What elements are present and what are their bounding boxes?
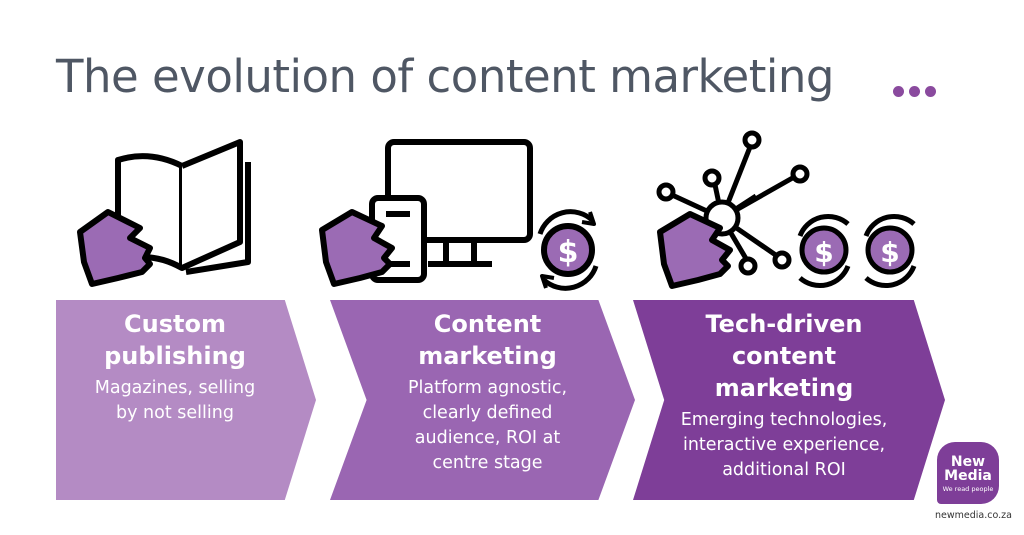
svg-text:$: $ bbox=[814, 236, 833, 269]
stage-desc-line: Magazines, selling bbox=[94, 378, 256, 398]
dot bbox=[893, 86, 904, 97]
stage-title-line: marketing bbox=[418, 342, 557, 370]
logo-line: New bbox=[950, 454, 986, 470]
new-media-logo: New Media We read people bbox=[937, 442, 999, 504]
stage-title: Content marketing bbox=[370, 308, 605, 372]
stage-desc-line: Emerging technologies, bbox=[680, 410, 888, 430]
stage-content-marketing: Content marketing Platform agnostic, cle… bbox=[330, 300, 635, 500]
svg-text:$: $ bbox=[880, 236, 899, 269]
website-link[interactable]: newmedia.co.za bbox=[935, 510, 1012, 521]
stage-description: Platform agnostic, clearly defined audie… bbox=[370, 376, 605, 476]
stage-title-line: Content bbox=[433, 310, 542, 338]
stage-title: Tech-driven content marketing bbox=[661, 308, 907, 404]
stage-title-line: publishing bbox=[104, 342, 246, 370]
network-hand-dollars-icon: $ $ bbox=[656, 130, 917, 289]
stage-custom-publishing: Custom publishing Magazines, selling by … bbox=[56, 300, 316, 500]
stage-title-line: Custom bbox=[124, 310, 226, 338]
dot bbox=[925, 86, 936, 97]
stage-desc-line: Platform agnostic, bbox=[407, 378, 568, 398]
book-hand-icon bbox=[77, 139, 251, 287]
stage-desc-line: centre stage bbox=[432, 453, 543, 473]
logo-tagline: We read people bbox=[942, 485, 994, 493]
ellipsis-dots bbox=[893, 86, 936, 97]
dot bbox=[909, 86, 920, 97]
stage-description: Emerging technologies, interactive exper… bbox=[661, 408, 907, 483]
stage-desc-line: additional ROI bbox=[722, 460, 846, 480]
stage-title: Custom publishing bbox=[56, 308, 294, 372]
stage-title-line: content bbox=[731, 342, 837, 370]
stage-tech-driven-content-marketing: Tech-driven content marketing Emerging t… bbox=[633, 300, 945, 500]
logo-name: New Media bbox=[937, 442, 999, 483]
stage-desc-line: clearly defined bbox=[422, 403, 553, 423]
stage-description: Magazines, selling by not selling bbox=[56, 376, 294, 426]
devices-hand-dollar-icon: $ bbox=[319, 139, 599, 291]
stage-desc-line: audience, ROI at bbox=[414, 428, 561, 448]
svg-text:$: $ bbox=[558, 235, 579, 270]
stage-desc-line: by not selling bbox=[116, 403, 234, 423]
logo-line: Media bbox=[944, 468, 992, 484]
stage-desc-line: interactive experience, bbox=[682, 435, 886, 455]
stage-title-line: marketing bbox=[714, 374, 854, 402]
page-title: The evolution of content marketing bbox=[56, 50, 834, 103]
stage-title-line: Tech-driven bbox=[705, 310, 863, 338]
